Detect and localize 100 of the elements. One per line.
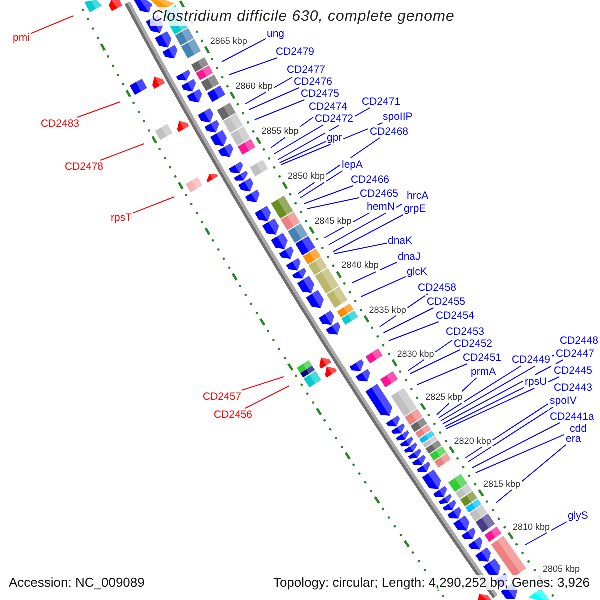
leader-line (475, 434, 565, 474)
leader-line (360, 276, 406, 298)
scale-label: 2860 kbp (236, 82, 273, 92)
gene-label: CD2472 (315, 114, 354, 124)
gene-label: glcK (407, 266, 428, 277)
gene-label: CD2447 (556, 348, 595, 359)
leader-line (352, 262, 398, 284)
leader-line (77, 102, 122, 118)
gene-label: CD2441a (550, 412, 594, 422)
scale-label: 2835 kbp (369, 306, 406, 314)
gene-label: CD2479 (276, 46, 315, 57)
gene-label: CD2448 (560, 336, 599, 346)
leader-line (334, 242, 388, 254)
leader-line (525, 522, 568, 546)
gene-label: lepA (342, 160, 364, 170)
gene-label: spoIV (550, 396, 577, 406)
leader-line (444, 387, 524, 428)
scale-label: 2850 kbp (288, 172, 326, 182)
gene-label: CD2453 (446, 326, 485, 337)
gene-label: ung (267, 28, 285, 39)
gene-label: dnaJ (398, 252, 421, 262)
gene-label: cdd (570, 424, 587, 434)
leader-line (132, 196, 176, 214)
scale-label: 2830 kbp (397, 350, 434, 358)
scale-label: 2840 kbp (342, 261, 379, 270)
gene-label: CD2454 (436, 310, 475, 321)
leader-line (442, 360, 564, 424)
scale-label: 2855 kbp (262, 127, 299, 136)
gene-label: CD2477 (287, 64, 326, 75)
leader-line (245, 77, 293, 104)
gene-label: CD2466 (351, 174, 390, 185)
leader-line (228, 58, 278, 76)
leader-line (248, 88, 300, 110)
gene-label: CD2475 (301, 88, 340, 99)
leader-line (30, 16, 74, 34)
leader-line (416, 364, 468, 386)
gene-label: CD2468 (370, 126, 409, 137)
leader-line (280, 122, 384, 166)
gene-label: dnaK (388, 236, 413, 246)
gene-label: CD2452 (454, 338, 493, 349)
leader-line (472, 422, 560, 468)
gene-label: CD2465 (360, 188, 399, 199)
leader-line (410, 350, 461, 374)
gene-label: CD2483 (41, 118, 80, 129)
gene-label: CD2474 (309, 102, 348, 112)
gene-label: CD2449 (512, 354, 551, 365)
leader-line (332, 214, 404, 252)
gene-label: CD2456 (214, 410, 253, 420)
leader-line (274, 124, 324, 154)
gene-label: prmA (471, 366, 496, 377)
scale-label: 2805 kbp (543, 565, 580, 574)
leader-line (241, 376, 284, 391)
leader-line (306, 198, 360, 210)
leader-line (279, 141, 326, 164)
scale-label: 2820 kbp (454, 436, 492, 446)
leader-line (270, 116, 314, 148)
leader-line (440, 354, 555, 422)
leader-line (468, 406, 554, 462)
leader-line (278, 108, 371, 160)
gene-label: CD2443 (554, 382, 593, 393)
scale-label: 2815 kbp (484, 480, 521, 489)
scale-label: 2845 kbp (314, 216, 352, 226)
gene-label: CD2471 (362, 96, 401, 107)
scale-label: 2865 kbp (210, 36, 248, 46)
gene-label: era (566, 434, 582, 444)
leader-line (408, 340, 453, 372)
leader-line (380, 294, 429, 328)
leader-line (465, 403, 549, 458)
leader-line (388, 322, 440, 342)
leader-line (300, 170, 344, 198)
gene-label: glyS (568, 510, 588, 521)
leader-line (254, 100, 306, 120)
scale-label: 2810 kbp (513, 522, 550, 532)
leader-line (383, 308, 434, 334)
leader-line (324, 212, 370, 238)
gene-label: hemN (367, 202, 396, 212)
gene-label: rpsU (525, 376, 548, 387)
gene-label: grpE (404, 204, 426, 214)
scale-label: 2825 kbp (426, 393, 463, 402)
leader-line (304, 186, 354, 204)
gene-label: CD2457 (203, 392, 242, 402)
leader-line (328, 204, 403, 246)
gene-label: CD2476 (294, 76, 333, 87)
leader-line (436, 378, 478, 416)
leader-line (496, 444, 567, 504)
gene-label: CD2455 (427, 296, 466, 307)
leader-line (438, 366, 522, 418)
gene-label: CD2445 (554, 366, 593, 376)
leader-line (298, 138, 381, 194)
gene-label: CD2458 (418, 282, 457, 293)
leader-line (222, 38, 266, 62)
gene-label: rpsT (111, 212, 132, 223)
leader-line (245, 386, 290, 409)
gene-label: CD2478 (65, 162, 104, 172)
leader-line (446, 376, 560, 430)
leader-line (100, 144, 145, 161)
gene-label: gpr (327, 132, 342, 143)
gene-label: pmi (13, 32, 30, 43)
gene-label: spoIIP (383, 112, 413, 122)
gene-label: CD2451 (463, 352, 502, 363)
